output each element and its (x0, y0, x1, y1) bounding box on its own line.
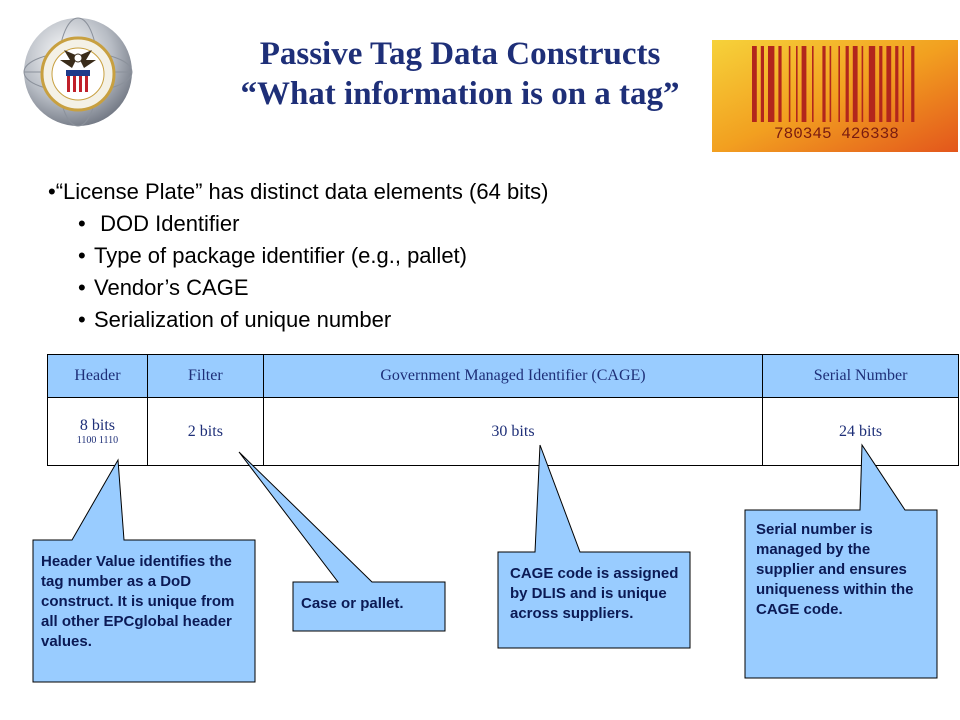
table-header-row: Header Filter Government Managed Identif… (47, 354, 959, 398)
bullet-main: •“License Plate” has distinct data eleme… (48, 179, 549, 204)
callout-header: Header Value identifies the tag number a… (41, 553, 235, 650)
bullet-item: • DOD Identifier (78, 211, 240, 236)
table-header-cell: Serial Number (762, 354, 959, 398)
table-header-cell: Filter (146, 354, 264, 398)
barcode-digits: 780345 426338 (774, 125, 899, 143)
bullet-item: •Serialization of unique number (78, 307, 392, 332)
table-header-cell: Header (47, 354, 148, 398)
slide-title: Passive Tag Data Constructs “What inform… (180, 34, 740, 114)
table-row: 8 bits 1100 1110 2 bits 30 bits 24 bits (47, 397, 959, 466)
table-cell: 24 bits (762, 397, 959, 466)
header-bits-label: 8 bits (79, 416, 116, 434)
bit-field-table: Header Filter Government Managed Identif… (47, 354, 959, 466)
header-bits-value: 1100 1110 (76, 434, 119, 446)
table-cell: 8 bits 1100 1110 (47, 397, 148, 466)
bullet-item: •Vendor’s CAGE (78, 275, 249, 300)
bullet-main-text: “License Plate” has distinct data elemen… (55, 179, 549, 204)
title-line-2: “What information is on a tag” (240, 76, 680, 112)
barcode-image: 780345 426338 (712, 40, 958, 152)
title-line-1: Passive Tag Data Constructs (259, 36, 661, 72)
callout-cage: CAGE code is assigned by DLIS and is uni… (510, 565, 679, 622)
table-cell: 30 bits (262, 397, 764, 466)
callout-filter: Case or pallet. (301, 595, 404, 612)
table-cell: 2 bits (146, 397, 264, 466)
bullet-list: •“License Plate” has distinct data eleme… (48, 176, 748, 336)
callout-serial: Serial number is managed by the supplier… (756, 521, 914, 618)
dla-seal-icon (23, 17, 133, 127)
bullet-item: •Type of package identifier (e.g., palle… (78, 243, 467, 268)
table-header-cell: Government Managed Identifier (CAGE) (262, 354, 764, 398)
